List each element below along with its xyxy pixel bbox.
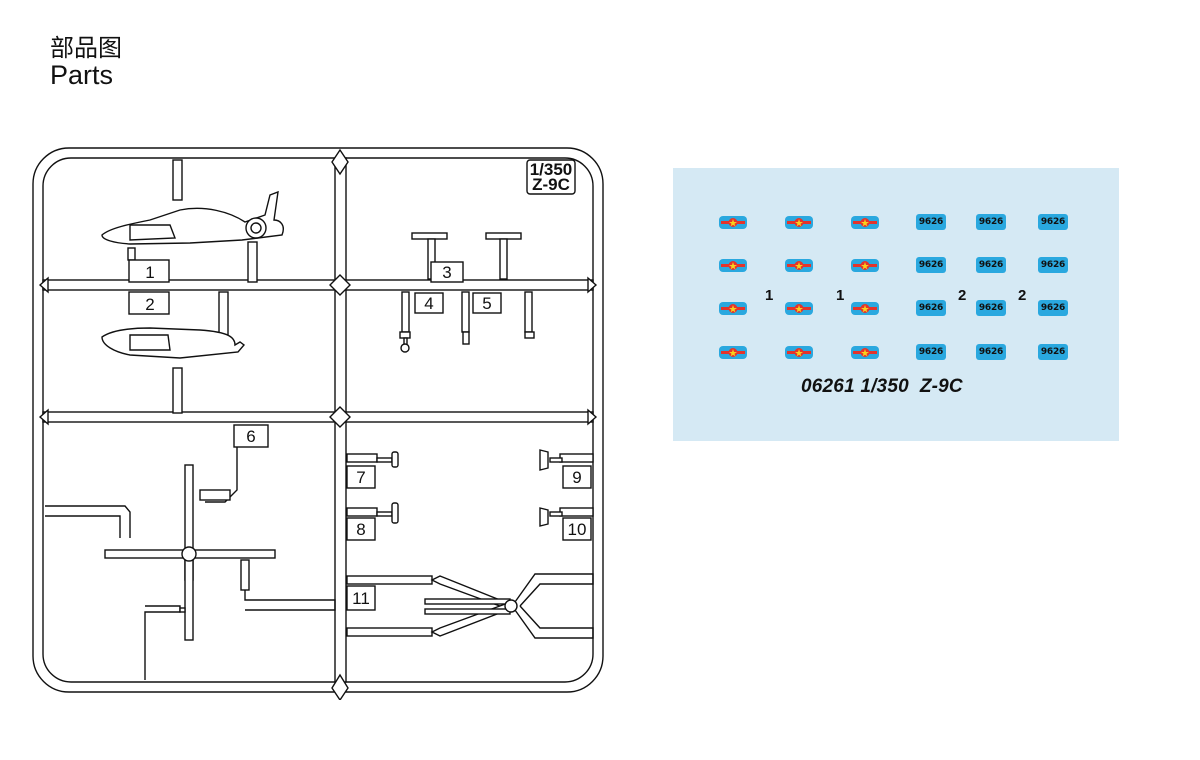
roundel-icon	[851, 345, 879, 359]
decal-roundel	[783, 257, 815, 273]
sprue-diamond	[587, 408, 598, 426]
page-title-english: Parts	[50, 60, 114, 90]
sprue-tag: 1/350 Z-9C	[526, 159, 576, 195]
roundel-icon	[785, 345, 813, 359]
part-label-9: 9	[572, 468, 581, 487]
sprue-diamond	[331, 673, 349, 700]
sprue-frame: 1/350 Z-9C 1 2 3 4	[32, 147, 604, 700]
roundel-icon	[851, 215, 879, 229]
decal-number: 9626	[1037, 344, 1069, 360]
page-title-chinese: 部品图	[50, 34, 122, 62]
sprue-diamond	[587, 276, 598, 294]
sprue-tag-scale: 1/350	[530, 160, 573, 179]
roundel-icon	[851, 258, 879, 272]
sprue-diamond	[38, 408, 49, 426]
decal-roundel	[717, 300, 749, 316]
sprue-runner-1	[42, 279, 594, 291]
part-3-shafts: 3	[411, 232, 522, 283]
part-label-6: 6	[246, 427, 255, 446]
sprue-diamond	[329, 406, 351, 428]
decal-number: 9626	[975, 257, 1007, 273]
decal-roundel	[717, 344, 749, 360]
roundel-icon	[785, 215, 813, 229]
decal-number: 9626	[975, 300, 1007, 316]
part-4-5: 4 5	[399, 291, 535, 353]
part-label-1: 1	[145, 263, 154, 282]
part-1-fuselage: 1	[101, 159, 284, 283]
decal-number: 9626	[975, 344, 1007, 360]
part-6-main-rotor: 6	[45, 424, 336, 680]
part-label-8: 8	[356, 520, 365, 539]
roundel-icon	[719, 215, 747, 229]
decal-number: 9626	[1037, 300, 1069, 316]
decal-number: 9626	[915, 214, 947, 230]
part-label-2: 2	[145, 295, 154, 314]
decal-grid: 9626 9626 9626 9626 9626 9626 9626 9626 …	[717, 214, 1097, 384]
part-label-4: 4	[424, 294, 433, 313]
decal-number: 9626	[915, 257, 947, 273]
decal-side-number: 2	[1018, 287, 1027, 304]
part-11-tail-rotor: 11	[346, 573, 594, 639]
roundel-icon	[719, 258, 747, 272]
decal-roundel	[783, 300, 815, 316]
decal-roundel	[849, 257, 881, 273]
part-label-3: 3	[442, 263, 451, 282]
decal-roundel	[783, 344, 815, 360]
part-label-7: 7	[356, 468, 365, 487]
decal-roundel	[849, 300, 881, 316]
decal-number: 9626	[915, 300, 947, 316]
decal-number: 9626	[1037, 257, 1069, 273]
decal-roundel	[849, 344, 881, 360]
decal-roundel	[849, 214, 881, 230]
roundel-icon	[785, 258, 813, 272]
sprue-diamond	[331, 148, 349, 176]
sprue-diamond	[329, 274, 351, 296]
decal-number: 9626	[1037, 214, 1069, 230]
decal-side-number: 1	[765, 287, 774, 304]
decal-roundel	[717, 257, 749, 273]
decal-sheet: 9626 9626 9626 9626 9626 9626 9626 9626 …	[673, 168, 1119, 441]
sprue-tag-model: Z-9C	[532, 175, 570, 194]
part-label-11: 11	[352, 589, 370, 608]
decal-side-number: 1	[836, 287, 845, 304]
decal-number: 9626	[915, 344, 947, 360]
sprue-runner-2	[42, 411, 594, 423]
decal-roundel	[717, 214, 749, 230]
part-label-10: 10	[568, 520, 587, 539]
part-label-5: 5	[482, 294, 491, 313]
roundel-icon	[785, 301, 813, 315]
decal-roundel	[783, 214, 815, 230]
decal-number: 9626	[975, 214, 1007, 230]
roundel-icon	[719, 345, 747, 359]
roundel-icon	[851, 301, 879, 315]
decal-code: 06261 1/350 Z-9C	[801, 376, 963, 397]
decal-side-number: 2	[958, 287, 967, 304]
part-2-fuselage: 2	[101, 291, 246, 414]
part-7-10: 7 8 9 10	[346, 449, 594, 541]
roundel-icon	[719, 301, 747, 315]
sprue-diamond	[38, 276, 49, 294]
